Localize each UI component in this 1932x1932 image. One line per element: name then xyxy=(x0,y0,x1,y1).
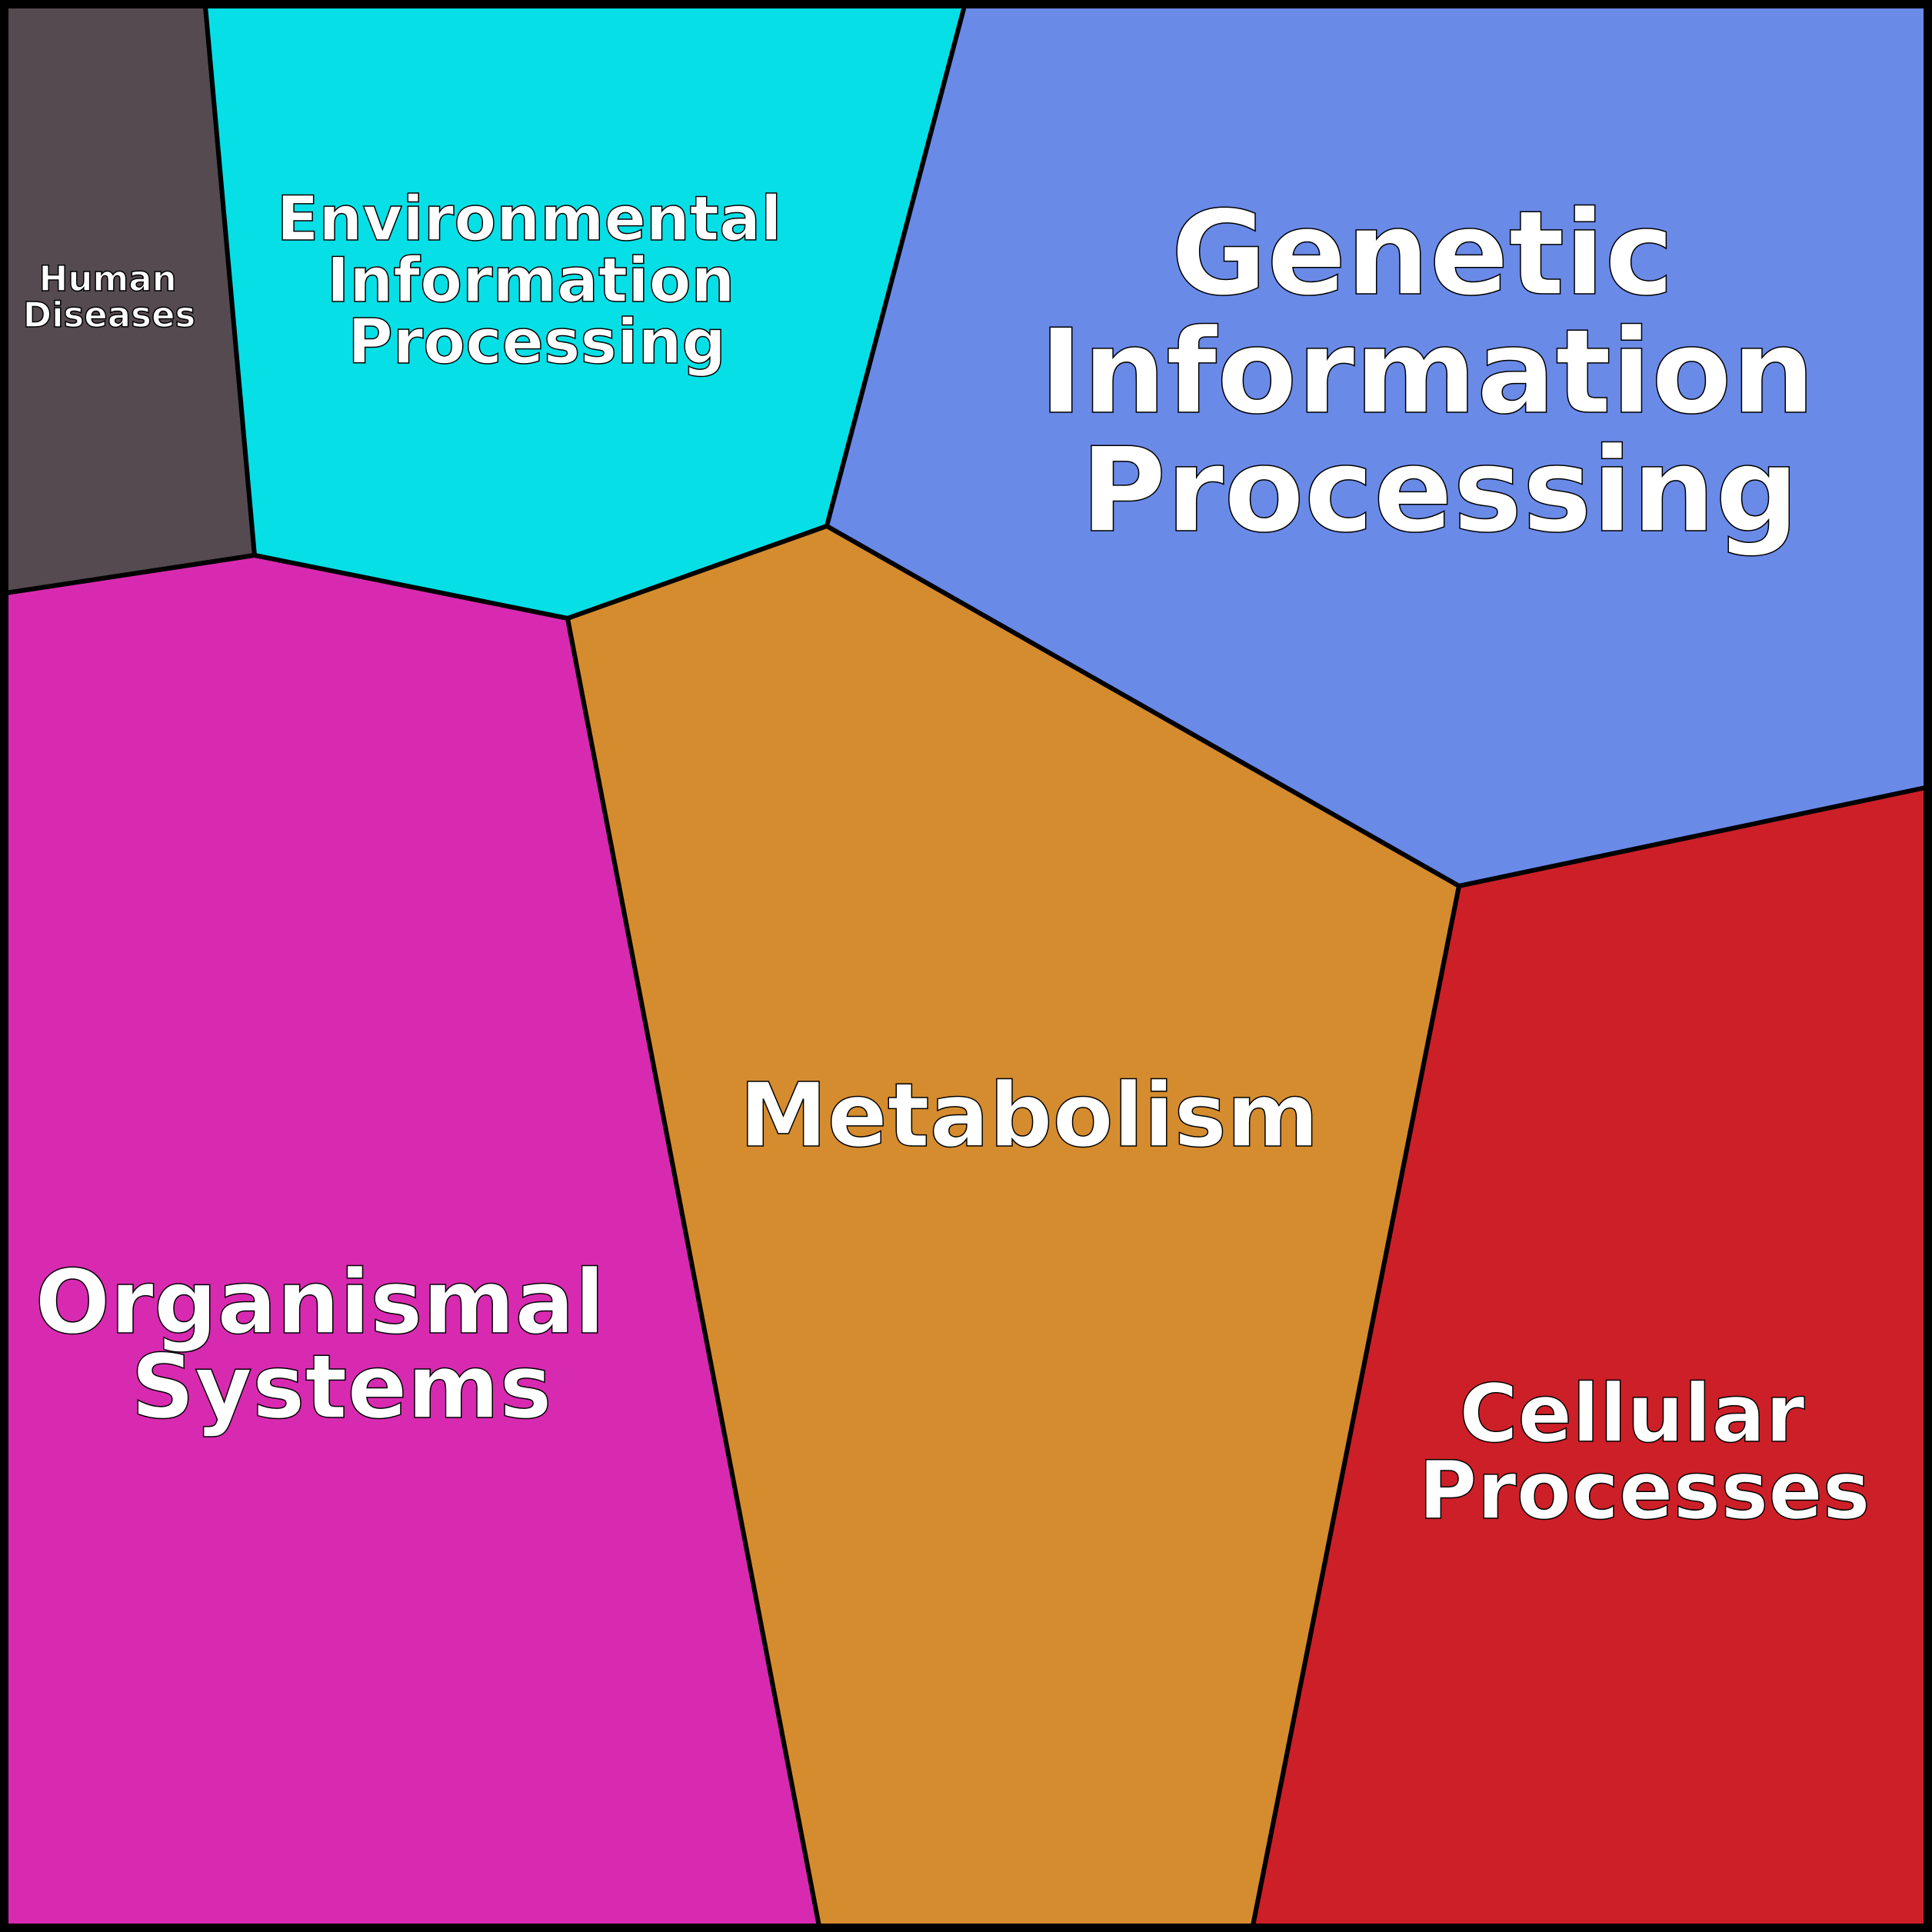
metabolism-label: Metabolism xyxy=(739,1064,1318,1168)
organismal-label: Organismal Systems xyxy=(35,1251,635,1439)
human-diseases-label: Human Diseases xyxy=(23,258,196,335)
environmental-label: Environmental Information Processing xyxy=(277,183,804,378)
cellular-label: Cellular Processes xyxy=(1418,1367,1870,1537)
genetic-label: Genetic Information Processing xyxy=(1039,185,1856,558)
